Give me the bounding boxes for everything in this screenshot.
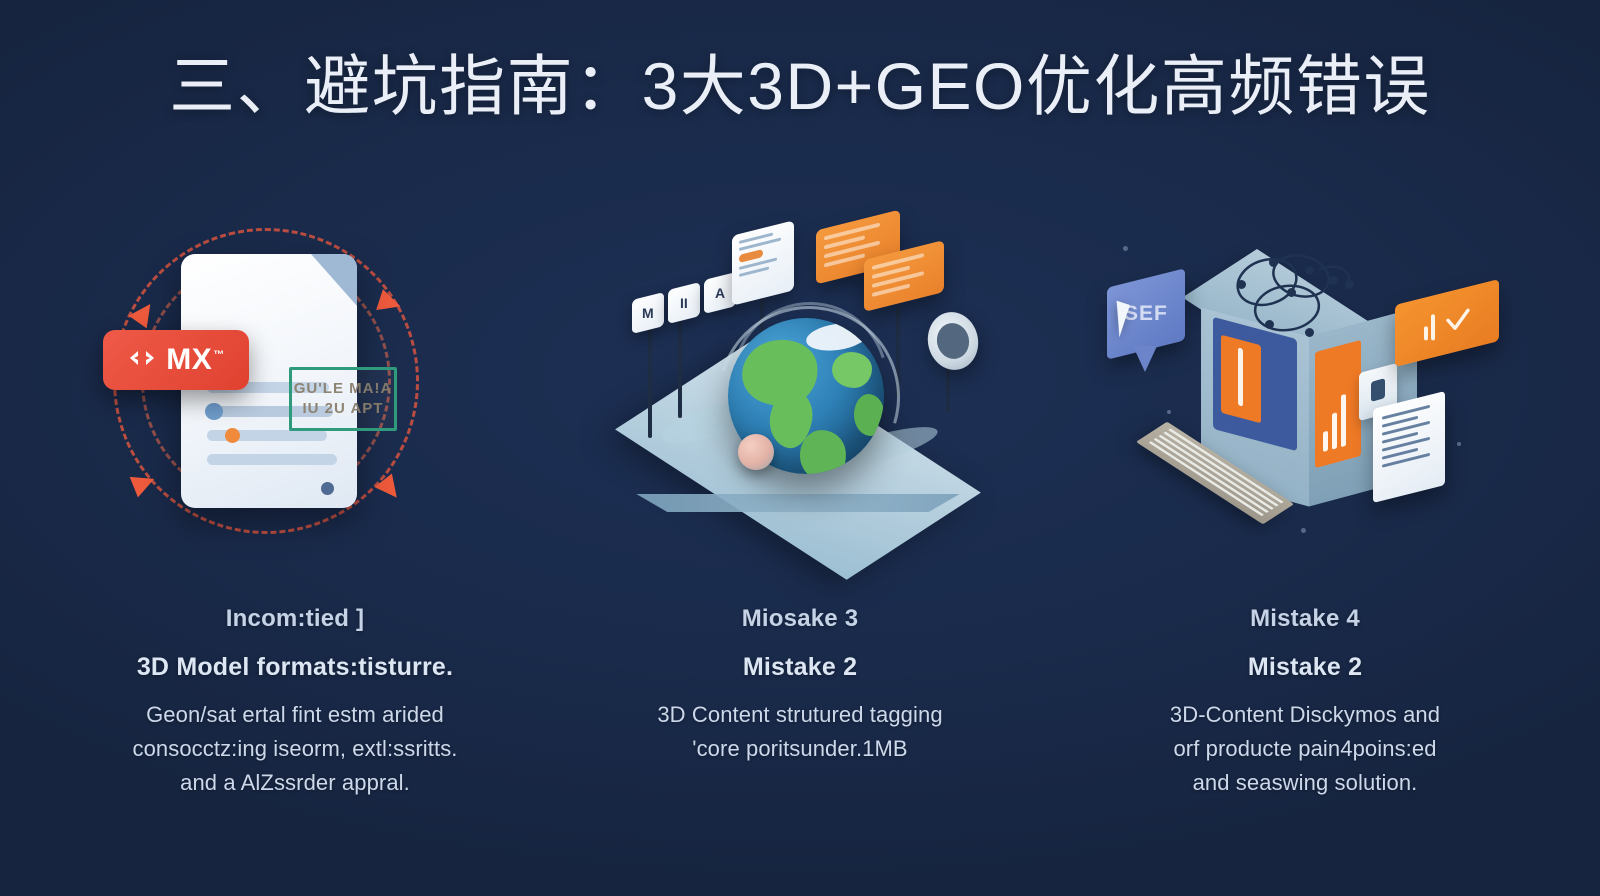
highlight-text-box: GU'LE MA!A IU 2U APT	[289, 367, 397, 431]
validation-bars-icon	[1423, 314, 1435, 341]
highlight-text-line-1: GU'LE MA!A	[293, 379, 393, 397]
network-node	[1287, 288, 1296, 297]
network-node	[1345, 280, 1354, 289]
cube-panel-highlight	[1238, 347, 1243, 407]
format-badge-label: MX™	[166, 343, 225, 376]
card-1-body-line: consocctz:ing iseorm, extl:ssritts.	[132, 736, 458, 762]
card-3-heading-2: Mistake 2	[1247, 653, 1363, 682]
signpost-pole	[896, 306, 900, 398]
highlight-text-line-2: IU 2U APT	[302, 400, 384, 417]
document-bullet-icon	[205, 403, 223, 420]
document-bullet-icon	[225, 428, 240, 443]
mini-signboard-label: A	[714, 285, 726, 301]
card-2-heading-1: Miosake 3	[741, 605, 859, 632]
signpost-pole	[648, 330, 652, 438]
card-2-text: Miosake 3 Mistake 2 3D Content strutured…	[590, 600, 1010, 765]
card-row: MX™ GU'LE MA!A IU 2U APT Incom:tied ] 3D…	[60, 195, 1540, 850]
document-text-line	[207, 406, 333, 417]
document-text-line	[207, 430, 327, 441]
document-text-line	[207, 454, 337, 465]
content-document-card	[732, 220, 794, 306]
card-3-body: 3D-Content Disckymos and orf producte pa…	[1095, 699, 1515, 799]
page-title: 三、避坑指南：3大3D+GEO优化高频错误	[169, 49, 1431, 123]
globe-landmass	[832, 352, 872, 388]
speech-bubble-tail-icon	[1133, 346, 1157, 372]
mini-signboard-label: II	[680, 295, 688, 311]
network-node	[1265, 320, 1274, 329]
card-1-body: Geon/sat ertal fint estm arided consocct…	[85, 699, 505, 799]
signpost-pole	[946, 350, 950, 412]
card-2-heading-2: Mistake 2	[742, 653, 858, 682]
card-3-text: Mistake 4 Mistake 2 3D-Content Disckymos…	[1095, 600, 1515, 799]
network-node	[1329, 276, 1338, 285]
page-line	[1382, 404, 1430, 420]
chart-bar	[1323, 430, 1328, 453]
page-title-wrap: 三、避坑指南：3大3D+GEO优化高频错误	[0, 48, 1600, 126]
globe-landmass	[854, 394, 884, 436]
ambient-dot	[1457, 442, 1461, 446]
network-node	[1305, 266, 1314, 275]
isometric-platform	[608, 342, 988, 580]
platform-edge	[636, 494, 960, 512]
card-1-heading-2: 3D Model formats:tisturre.	[136, 653, 454, 682]
network-node	[1237, 280, 1246, 289]
card-1-body-line: Geon/sat ertal fint estm arided	[146, 702, 444, 728]
signpost-pole	[678, 322, 682, 418]
chart-bar	[1332, 412, 1337, 450]
validation-badge	[1395, 279, 1499, 367]
card-3-heading-1: Mistake 4	[1250, 605, 1360, 632]
card-2-body-line: 3D Content strutured tagging	[657, 702, 943, 728]
card-mistake-2: M II A	[565, 209, 1035, 765]
network-node	[1305, 328, 1314, 337]
document-page-icon	[1373, 391, 1445, 503]
mini-signboard: II	[668, 282, 700, 324]
mini-signboard: M	[632, 292, 664, 334]
seo-speech-bubble-label: SEF	[1124, 302, 1168, 325]
network-graph-icon	[1209, 236, 1369, 356]
code-brackets-icon	[127, 348, 157, 373]
card-2-body-line: 'core poritsunder.1MB	[692, 736, 908, 762]
network-node	[1269, 258, 1278, 267]
card-1-text: Incom:tied ] 3D Model formats:tisturre. …	[85, 600, 505, 799]
content-cube-network-illustration: SEF	[1105, 210, 1505, 570]
sphere-marker-icon	[738, 434, 774, 470]
card-2-body: 3D Content strutured tagging 'core porit…	[590, 699, 1010, 765]
document-text-line	[207, 382, 329, 393]
gauge-dial-icon	[922, 307, 984, 375]
card-1-body-line: and a AlZssrder appral.	[180, 770, 410, 796]
chart-bar	[1341, 393, 1346, 448]
card-mistake-3: SEF	[1070, 210, 1540, 799]
card-3-body-line: 3D-Content Disckymos and	[1169, 702, 1441, 728]
card-3-body-line: orf producte pain4poins:ed	[1173, 736, 1437, 762]
globe-icon	[728, 318, 884, 474]
card-3-body-line: and seaswing solution.	[1192, 770, 1418, 796]
bar-chart-icon	[1323, 382, 1353, 453]
card-mistake-1: MX™ GU'LE MA!A IU 2U APT Incom:tied ] 3D…	[60, 195, 530, 799]
globe-ice-cap	[804, 319, 870, 355]
signpost-pole	[760, 288, 764, 354]
check-mark-icon	[1445, 307, 1471, 333]
ambient-dot	[1123, 246, 1128, 251]
ambient-dot	[1167, 410, 1171, 414]
card-1-heading-1: Incom:tied ]	[225, 605, 365, 632]
globe-geo-tagging-illustration: M II A	[600, 209, 1000, 580]
mini-signboard-label: M	[642, 305, 654, 322]
ambient-dot	[1301, 528, 1306, 533]
document-format-error-illustration: MX™ GU'LE MA!A IU 2U APT	[80, 195, 495, 570]
document-bullet-icon	[321, 482, 334, 495]
format-badge: MX™	[103, 330, 249, 390]
